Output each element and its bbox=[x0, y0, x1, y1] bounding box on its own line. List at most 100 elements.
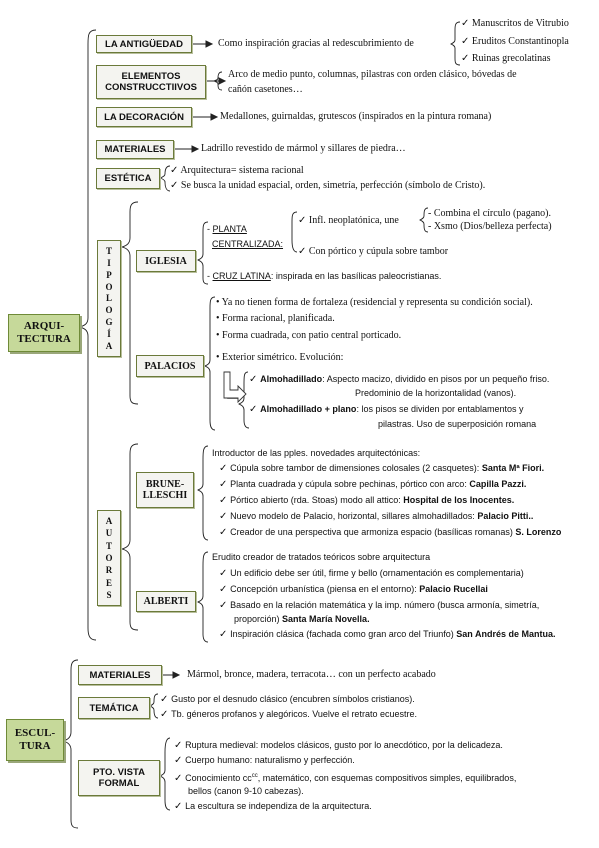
antiguedad-item-2: ✓ Eruditos Constantinopla bbox=[461, 36, 569, 48]
brunelleschi-label-1: BRUNE- bbox=[145, 479, 185, 490]
tipologia-letter: L bbox=[105, 293, 112, 304]
tipologia-vertical-box: T I P O L O G Í A bbox=[97, 240, 121, 357]
palacios-bullet-label: Forma racional, planificada. bbox=[222, 313, 335, 324]
check-icon: ✓ bbox=[174, 755, 186, 766]
tipologia-letter: I bbox=[107, 257, 111, 268]
arquitectura-box: ARQUI- TECTURA bbox=[8, 314, 80, 352]
almo1-text: : Aspecto macizo, dividido en pisos por … bbox=[322, 374, 550, 384]
check-icon: ✓ bbox=[298, 215, 309, 226]
autores-letter: E bbox=[105, 577, 112, 588]
check-icon: ✓ bbox=[174, 773, 186, 784]
tematica-label: TEMÁTICA bbox=[89, 702, 139, 714]
elementos-box: ELEMENTOS CONSTRUCCTIIVOS bbox=[96, 65, 206, 99]
almohadillado-2-line2: pilastras. Uso de superposición romana bbox=[378, 419, 537, 429]
pto-vista-item-2: ✓ Cuerpo humano: naturalismo y perfecció… bbox=[174, 755, 355, 766]
check-icon: ✓ bbox=[219, 568, 231, 579]
pto-vista-item-3-line2: bellos (canon 9-10 cabezas). bbox=[188, 786, 304, 796]
check-icon: ✓ bbox=[219, 479, 231, 490]
pto-vista-item-label: Cuerpo humano: naturalismo y perfección. bbox=[185, 755, 355, 765]
pto-vista-box: PTO. VISTA FORMAL bbox=[78, 760, 160, 796]
escultura-box: ESCUL- TURA bbox=[6, 719, 64, 761]
tipologia-letter: O bbox=[105, 281, 113, 292]
materiales-text: Ladrillo revestido de mármol y sillares … bbox=[201, 143, 406, 154]
alberti-item-4: ✓ Inspiración clásica (fachada como gran… bbox=[219, 629, 555, 640]
estetica-item-1: ✓ Arquitectura= sistema racional bbox=[170, 165, 304, 177]
check-icon: ✓ bbox=[219, 600, 231, 611]
estetica-item-label: Se busca la unidad espacial, orden, sime… bbox=[180, 180, 486, 191]
brunelleschi-item-text: Creador de una perspectiva que armoniza … bbox=[230, 527, 516, 537]
estetica-box: ESTÉTICA bbox=[96, 168, 160, 189]
pto-vista-label-1: PTO. VISTA bbox=[93, 767, 145, 778]
escultura-materiales-label: MATERIALES bbox=[89, 669, 151, 681]
alberti-label: ALBERTI bbox=[143, 596, 189, 607]
brunelleschi-item-1: ✓ Cúpula sobre tambor de dimensiones col… bbox=[219, 463, 544, 474]
tipologia-letter: P bbox=[106, 269, 112, 280]
pto-vista-label-2: FORMAL bbox=[98, 778, 140, 789]
planta-centralizada-2: CENTRALIZADA: bbox=[212, 239, 283, 250]
check-icon: ✓ bbox=[298, 246, 309, 257]
conoc-sup: cc bbox=[251, 773, 258, 779]
check-icon: ✓ bbox=[219, 495, 231, 506]
brunelleschi-item-4: ✓ Nuevo modelo de Palacio, horizontal, s… bbox=[219, 511, 533, 522]
autores-letter: S bbox=[106, 589, 112, 600]
check-icon: ✓ bbox=[461, 53, 472, 64]
planta-centralizada: - PLANTA bbox=[207, 224, 247, 234]
palacios-bullet-1: • Ya no tienen forma de fortaleza (resid… bbox=[216, 297, 533, 308]
elementos-text-2: cañón casetones… bbox=[228, 84, 303, 95]
alberti-item-text: Inspiración clásica (fachada como gran a… bbox=[230, 629, 457, 639]
check-icon: ✓ bbox=[219, 629, 231, 640]
brunelleschi-item-2: ✓ Planta cuadrada y cúpula sobre pechina… bbox=[219, 479, 526, 490]
pto-vista-item-label: Ruptura medieval: modelos clásicos, gust… bbox=[185, 740, 503, 750]
brunelleschi-box: BRUNE- LLESCHI bbox=[136, 472, 194, 508]
planta-label-1: PLANTA bbox=[212, 224, 247, 234]
check-icon: ✓ bbox=[461, 36, 472, 47]
materiales-label: MATERIALES bbox=[104, 144, 166, 155]
alberti-item3-line2-bold: Santa María Novella. bbox=[282, 614, 370, 624]
pto-vista-item-4: ✓ La escultura se independiza de la arqu… bbox=[174, 801, 372, 812]
check-icon: ✓ bbox=[249, 374, 261, 385]
iglesia-label: IGLESIA bbox=[145, 255, 187, 267]
cruz-text: : inspirada en las basílicas paleocristi… bbox=[270, 271, 442, 281]
check-icon: ✓ bbox=[219, 463, 231, 474]
palacios-bullet-4: • Exterior simétrico. Evolución: bbox=[216, 352, 344, 363]
autores-letter: R bbox=[105, 565, 113, 576]
tipologia-letter: A bbox=[105, 340, 113, 351]
planta-label-2: CENTRALIZADA: bbox=[212, 239, 284, 249]
escultura-materiales-box: MATERIALES bbox=[78, 665, 162, 685]
tematica-item-label: Gusto por el desnudo clásico (encubren s… bbox=[171, 694, 415, 704]
almo1-bold: Almohadillado bbox=[260, 374, 323, 384]
brunelleschi-intro: Introductor de las pples. novedades arqu… bbox=[212, 448, 421, 458]
brunelleschi-item-3: ✓ Pórtico abierto (rda. Stoas) modo all … bbox=[219, 495, 514, 506]
brunelleschi-item-bold: S. Lorenzo bbox=[515, 527, 562, 537]
almo2-text: : los pisos se dividen por entablamentos… bbox=[356, 404, 524, 414]
palacios-label: PALACIOS bbox=[144, 360, 196, 372]
almohadillado-1-line2: Predominio de la horizontalidad (vanos). bbox=[355, 388, 517, 398]
antiguedad-text: Como inspiración gracias al redescubrimi… bbox=[218, 38, 414, 49]
antiguedad-item-label: Ruinas grecolatinas bbox=[471, 53, 551, 64]
check-icon: ✓ bbox=[174, 740, 186, 751]
brunelleschi-label-2: LLESCHI bbox=[142, 490, 188, 501]
antiguedad-label: LA ANTIGÜEDAD bbox=[105, 38, 183, 50]
check-icon: ✓ bbox=[170, 180, 181, 191]
alberti-item-2: ✓ Concepción urbanística (piensa en el e… bbox=[219, 584, 488, 595]
alberti-item-text: Concepción urbanística (piensa en el ent… bbox=[230, 584, 420, 594]
palacios-bullet-3: • Forma cuadrada, con patio central port… bbox=[216, 330, 402, 341]
tematica-item-label: Tb. géneros profanos y alegóricos. Vuelv… bbox=[171, 709, 417, 719]
tipologia-letter: Í bbox=[107, 329, 111, 340]
antiguedad-box: LA ANTIGÜEDAD bbox=[96, 35, 192, 53]
conoc-rest: , matemático, con esquemas compositivos … bbox=[257, 773, 517, 783]
brunelleschi-item-bold: Santa Mª Fiori. bbox=[481, 463, 545, 473]
escultura-materiales-text: Mármol, bronce, madera, terracota… con u… bbox=[187, 669, 436, 680]
check-icon: ✓ bbox=[170, 165, 181, 176]
almo2-bold: Almohadillado + plano bbox=[260, 404, 357, 414]
decoracion-label: LA DECORACIÓN bbox=[104, 111, 184, 123]
check-icon: ✓ bbox=[174, 801, 186, 812]
elementos-label-2: CONSTRUCCTIIVOS bbox=[105, 82, 197, 93]
antiguedad-item-label: Manuscritos de Vitrubio bbox=[471, 18, 569, 29]
combina-circulo: - Combina el círculo (pagano). bbox=[428, 208, 552, 219]
portico-cupula: ✓ Con pórtico y cúpula sobre tambor bbox=[298, 246, 448, 258]
decoracion-text: Medallones, guirnaldas, grutescos (inspi… bbox=[220, 111, 492, 122]
estetica-item-2: ✓ Se busca la unidad espacial, orden, si… bbox=[170, 180, 485, 192]
alberti-box: ALBERTI bbox=[136, 591, 196, 612]
alberti-item-3: ✓ Basado en la relación matemática y la … bbox=[219, 600, 539, 611]
